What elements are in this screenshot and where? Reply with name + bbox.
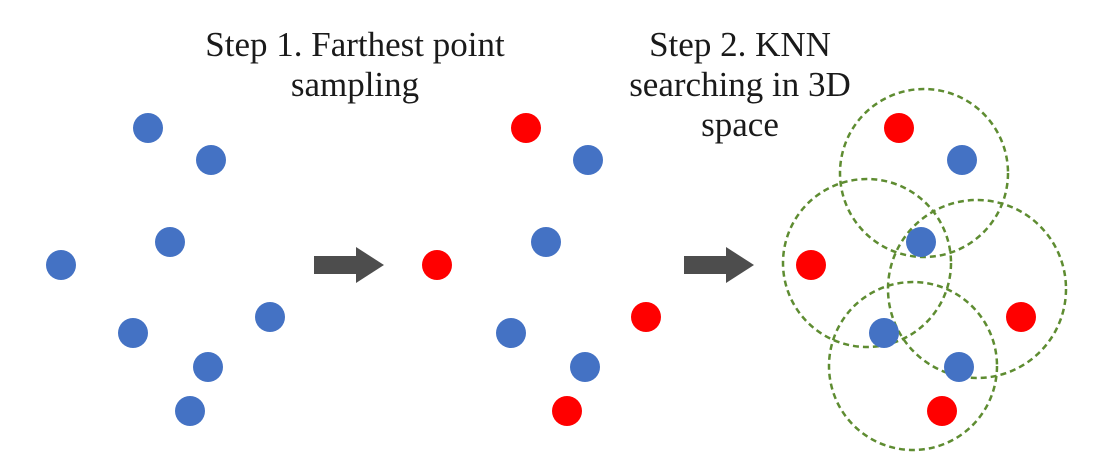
neighborhood-circle	[838, 87, 1010, 259]
sampled-point	[511, 113, 541, 143]
step2-caption-line3: space	[701, 105, 779, 144]
point	[133, 113, 163, 143]
point	[46, 250, 76, 280]
point	[196, 145, 226, 175]
neighborhood-circle	[886, 198, 1068, 380]
point	[175, 396, 205, 426]
sampled-point	[927, 396, 957, 426]
step2-caption-line2: searching in 3D	[629, 65, 851, 104]
point	[193, 352, 223, 382]
neighborhood-circle	[827, 280, 999, 452]
neighborhood-circle	[781, 177, 953, 349]
step2-caption: Step 2. KNN searching in 3D space	[600, 25, 880, 145]
knn-point-cloud	[796, 113, 1036, 426]
point	[906, 227, 936, 257]
sampled-point	[1006, 302, 1036, 332]
sampled-point	[552, 396, 582, 426]
sampled-point	[631, 302, 661, 332]
point	[496, 318, 526, 348]
sampled-point	[422, 250, 452, 280]
point	[869, 318, 899, 348]
arrow-right-icon	[684, 247, 754, 283]
point	[255, 302, 285, 332]
sampled-point	[796, 250, 826, 280]
point	[947, 145, 977, 175]
point	[573, 145, 603, 175]
point	[155, 227, 185, 257]
step1-caption-line2: sampling	[290, 65, 420, 104]
step1-caption: Step 1. Farthest point sampling	[175, 25, 535, 105]
point	[118, 318, 148, 348]
sampled-point-cloud	[422, 113, 661, 426]
step1-caption-line1: Step 1. Farthest point	[205, 25, 505, 64]
point	[570, 352, 600, 382]
original-point-cloud	[46, 113, 285, 426]
arrow-right-icon	[314, 247, 384, 283]
sampled-point	[884, 113, 914, 143]
point	[944, 352, 974, 382]
point	[531, 227, 561, 257]
knn-neighborhoods	[781, 87, 1068, 452]
step2-caption-line1: Step 2. KNN	[649, 25, 831, 64]
